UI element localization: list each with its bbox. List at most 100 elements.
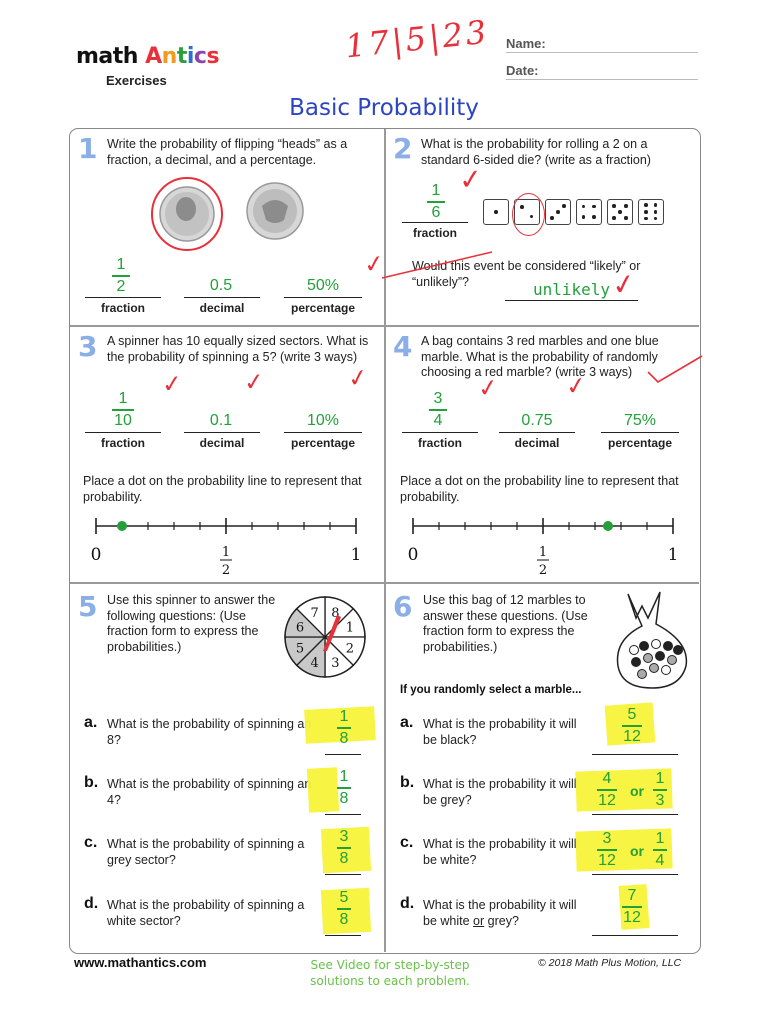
question-text: A spinner has 10 equally sized sectors. … (107, 334, 369, 364)
answer-line (325, 874, 361, 875)
check-mark-icon: ✓ (160, 369, 184, 399)
check-mark-icon (647, 355, 703, 384)
item-question: What is the probability of spinning an 8… (107, 717, 312, 747)
item-letter: d. (400, 895, 415, 912)
date-field[interactable]: Date: (506, 63, 698, 80)
check-mark-icon: ✓ (476, 372, 500, 404)
die-face-6-icon (638, 199, 664, 225)
logo-letter: t (176, 44, 188, 69)
spinner-number: 4 (311, 656, 319, 671)
logo-math-text: math (76, 44, 138, 69)
answer-label: percentage (601, 432, 679, 450)
item-letter: a. (400, 714, 414, 731)
denominator: 10 (114, 411, 132, 429)
denominator: 12 (623, 727, 641, 745)
logo-letter: s (206, 44, 220, 69)
answer-line (592, 935, 678, 936)
item-question: What is the probability it will be black… (423, 717, 577, 747)
denominator: 3 (655, 791, 665, 809)
denominator: 12 (598, 851, 616, 869)
denominator: 2 (116, 277, 126, 295)
website-link[interactable]: www.mathantics.com (74, 955, 207, 970)
fraction-bar (597, 849, 617, 851)
fraction-bar (622, 725, 642, 727)
answer-line (325, 814, 361, 815)
numerator: 3 (602, 830, 612, 847)
name-field[interactable]: Name: (506, 36, 698, 53)
spinner-number: 6 (296, 621, 304, 636)
logo: math Antics (76, 44, 220, 69)
probability-dot (603, 521, 613, 531)
item-question: What is the probability of spinning an 4… (107, 777, 312, 807)
coins-illustration (151, 177, 304, 251)
question-text: Write the probability of flipping “heads… (107, 137, 348, 167)
answer-line (505, 300, 638, 301)
answer-label: fraction (402, 222, 468, 240)
answer-label: decimal (499, 432, 575, 450)
answer-label: fraction (85, 432, 161, 450)
fraction-bar (337, 908, 351, 910)
question-text: What is the probability for rolling a 2 … (421, 137, 651, 167)
red-circle-mark (512, 193, 545, 236)
answer-label: decimal (184, 297, 260, 315)
numerator: 1 (655, 770, 665, 787)
question-text: Would this event be considered “likely” … (412, 259, 641, 289)
item-question: What is the probability of spinning a wh… (107, 898, 305, 928)
check-mark-icon: ✓ (564, 370, 588, 402)
spinner-number: 7 (311, 606, 319, 621)
numerator: 1 (339, 768, 349, 785)
fraction-bar (622, 906, 642, 908)
or-label: or (630, 783, 644, 799)
question-number: 2 (393, 132, 413, 165)
item-letter: c. (400, 834, 414, 851)
item-letter: c. (84, 834, 98, 851)
answer-line (592, 754, 678, 755)
numerator: 3 (433, 390, 443, 407)
numerator: 4 (602, 770, 612, 787)
answer-label: percentage (284, 432, 362, 450)
fraction-bar (337, 727, 351, 729)
video-note: See Video for step-by-step solutions to … (310, 958, 470, 988)
denominator: 4 (655, 851, 665, 869)
answer-label: fraction (402, 432, 478, 450)
page-title: Basic Probability (289, 95, 479, 121)
line-label-half-denominator: 2 (539, 563, 547, 576)
q4-percent-answer: 75% (623, 412, 657, 429)
spinner-number: 8 (331, 606, 339, 621)
check-mark-icon: ✓ (457, 161, 485, 198)
denominator: 6 (431, 203, 441, 221)
q2-likely-answer: unlikely (532, 280, 611, 299)
item-question: What is the probability it will be white… (423, 898, 577, 928)
question-number: 5 (78, 590, 98, 623)
answer-line (325, 754, 361, 755)
logo-subtitle: Exercises (106, 73, 167, 88)
logo-letter: c (193, 44, 207, 69)
numerator: 1 (339, 708, 349, 725)
fraction-bar (653, 849, 667, 851)
line-label-one: 1 (351, 545, 362, 565)
question-text: Place a dot on the probability line to r… (400, 474, 679, 504)
item-letter: b. (84, 774, 99, 791)
denominator: 8 (339, 729, 349, 747)
item-letter: b. (400, 774, 415, 791)
check-mark-icon: ✓ (242, 367, 266, 397)
spinner-number: 1 (346, 621, 354, 636)
name-label: Name: (506, 36, 546, 51)
logo-antics-text: Antics (145, 44, 219, 69)
line-label-half-denominator: 2 (222, 563, 230, 576)
marble-bag-illustration (616, 591, 688, 689)
denominator: 8 (339, 910, 349, 928)
row-divider (70, 582, 699, 584)
q4-decimal-answer: 0.75 (521, 412, 553, 429)
line-label-zero: 0 (91, 545, 102, 565)
